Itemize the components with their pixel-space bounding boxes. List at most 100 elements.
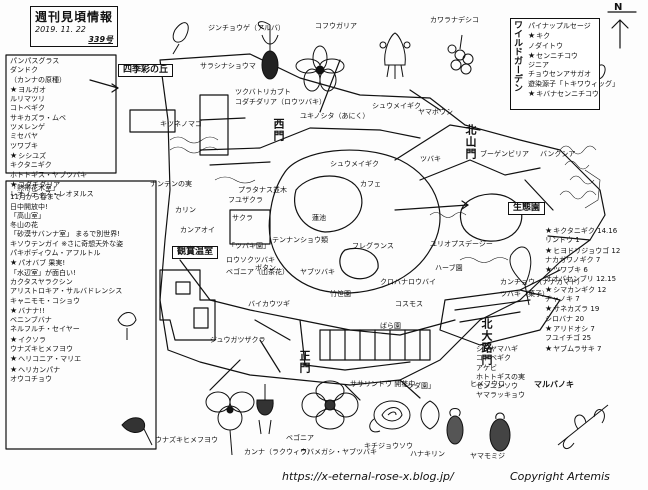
seasonal-label: テンナンショウ類 bbox=[272, 236, 328, 244]
list-item: コトベギク bbox=[10, 104, 45, 113]
note-gg: 「シダ園」 bbox=[400, 382, 435, 390]
list-item: パオバブ 果実! bbox=[10, 258, 123, 268]
note-d: コダチダリア（ロウツバキ） bbox=[235, 98, 326, 106]
list-item: シロバナ 20 bbox=[545, 314, 585, 323]
list-item: ヒヨドリジョウゴ 12 bbox=[545, 246, 620, 256]
note-v: ロウソクツバキ bbox=[226, 256, 275, 264]
note-i: キチジョウソウ bbox=[364, 442, 413, 450]
issue-title: 週刊見頃情報 bbox=[35, 10, 114, 24]
wild-garden-list: パイナップルセージキクノダイトウセンニチコウジニアチョウセンアサガオ遊染源子「ト… bbox=[528, 22, 619, 99]
list-item: 「水辺室」が面白い! bbox=[10, 268, 76, 277]
note-dd: バンクシア bbox=[540, 150, 576, 158]
cosmos-label: コスモス bbox=[395, 300, 423, 308]
note-h: カンナ（ラクウィラ） bbox=[244, 448, 314, 456]
list-item: パイナップルセージ bbox=[528, 22, 591, 30]
issue-date: 2019. 11. 22 bbox=[35, 25, 86, 34]
list-item: パンパスグラス bbox=[10, 57, 60, 65]
list-item: ツワブキ 6 bbox=[545, 265, 620, 275]
note-j: ウバメガシ・ヤブツバキ bbox=[300, 448, 377, 456]
list-item: サネカズラ 19 bbox=[545, 304, 620, 314]
copyright: Copyright Artemis bbox=[510, 470, 610, 483]
issue-header: 週刊見頃情報 2019. 11. 22 339号 bbox=[30, 6, 119, 47]
list-item: アリストロキア・サルバドレンシス bbox=[10, 287, 123, 296]
list-item: 冬山の花 bbox=[10, 221, 38, 230]
note-k: ハナキリン bbox=[410, 450, 445, 458]
note-q: ナンテンの実 bbox=[150, 180, 192, 188]
list-item: ルリマツリ bbox=[10, 95, 45, 104]
wild-garden-label: ワイルドガーデン bbox=[512, 20, 522, 92]
list-item: アリドオシ 7 bbox=[545, 324, 620, 334]
note-l: ヤマモミジ bbox=[470, 452, 505, 460]
note-x: ヤブツバキ bbox=[300, 268, 335, 276]
list-item: （カンナの原種） bbox=[10, 75, 66, 84]
issue-number: 339号 bbox=[88, 35, 114, 44]
note-e: ユキノシタ（あにく） bbox=[300, 112, 370, 120]
note-g: ベゴニア bbox=[286, 434, 314, 442]
main-gate-label: 正門 bbox=[298, 350, 311, 374]
note-ff: ササリンドウ 開花中 bbox=[350, 380, 416, 388]
list-item: ヘリカンパナ bbox=[10, 365, 123, 375]
west-gate-label: 西門 bbox=[272, 118, 285, 142]
list-item: サキカズラ・ムベ bbox=[10, 113, 66, 122]
rose-label: ばら園 bbox=[380, 322, 401, 330]
list-item: キク bbox=[528, 31, 619, 41]
list-item: 「熱帯花木室」 bbox=[10, 184, 59, 192]
note-w: ベゴニア（山茶花） bbox=[226, 268, 289, 276]
list-item: キクタニギク bbox=[10, 161, 52, 170]
blog-url[interactable]: https://x-eternal-rose-x.blog.jp/ bbox=[282, 470, 454, 483]
list-item: シマカンギク 12 bbox=[545, 285, 620, 295]
note-s: カンアオイ bbox=[180, 226, 215, 234]
north-arrow-icon: N bbox=[614, 2, 623, 13]
list-item: チョウセンアサガオ bbox=[528, 70, 591, 79]
list-item: ヤマラッキョウ bbox=[476, 391, 525, 400]
list-item: シシユズ bbox=[10, 151, 94, 161]
list-item: シンヤマハギ bbox=[476, 345, 518, 353]
note-ii: ユリオプスデージー bbox=[430, 240, 493, 248]
tsubaki-label: ツバキ bbox=[420, 155, 441, 163]
list-item: オウコチョウ bbox=[10, 374, 52, 383]
list-item: ミセバヤ bbox=[10, 132, 38, 141]
list-item: センニチコウ bbox=[528, 51, 619, 61]
bottom-right-title: マルバノキ bbox=[534, 380, 574, 389]
fragrance-label: フレグランス bbox=[352, 242, 394, 250]
list-item: キクタニギク 14.16 bbox=[545, 226, 620, 236]
note-z: ジュウガツザクラ bbox=[210, 336, 266, 344]
note-p: ヤマボウシ bbox=[418, 108, 453, 116]
list-item: 「高山室」 bbox=[10, 211, 45, 220]
list-item: 11月から春まで bbox=[10, 193, 61, 202]
list-item: ヂャノキ 7 bbox=[545, 295, 580, 304]
list-item: ウナズキヒメフヨウ bbox=[10, 345, 73, 354]
note-kk: シュウメイギク bbox=[330, 160, 379, 168]
list-item: ダンドク bbox=[10, 66, 38, 75]
peony-label: ボタン bbox=[255, 264, 276, 272]
note-f: ウナズキヒメフヨウ bbox=[155, 436, 218, 444]
list-item: ホトトギス・ヤブツバキ bbox=[10, 170, 87, 179]
list-item: オオバセンブリ 12.15 bbox=[545, 275, 617, 284]
list-item: キバナセンニチコウ bbox=[528, 89, 619, 99]
bottom-right-list: シンヤマハギコトベギクアケビホトトギスの実センニンソウヤマラッキョウ bbox=[476, 345, 525, 401]
list-item: ツメレンゲ bbox=[10, 123, 45, 132]
lotus-label: 蓮池 bbox=[312, 214, 326, 222]
list-item: コトベギク bbox=[476, 354, 511, 363]
list-item: フユイチゴ 25 bbox=[545, 334, 592, 343]
note-cc: ツバキ（菓子） bbox=[500, 290, 549, 298]
greenhouse-plant-list: 「熱帯花木室」11月から春まで日中開放中!「高山室」冬山の花「砂漠サバンナ室」 … bbox=[10, 184, 123, 384]
list-item: 「砂漠サバンナ室」 まるで別世界! bbox=[10, 230, 121, 239]
list-item: ベニンブバナ bbox=[10, 316, 52, 325]
list-item: ホトトギスの実 bbox=[476, 372, 525, 381]
list-item: ヤブムラサキ 7 bbox=[545, 344, 620, 354]
note-n: シュウメイギク bbox=[372, 102, 421, 110]
list-item: ヨルガオ bbox=[10, 85, 94, 95]
list-item: レオノティス・レオヌルス bbox=[10, 190, 94, 199]
list-item: キャニモモ・コショウ bbox=[10, 296, 80, 305]
garden-hall-label: 生態園 bbox=[508, 202, 546, 215]
note-jj: キツネノマゴ bbox=[160, 120, 202, 128]
note-hh: ヒメフウロ bbox=[470, 380, 505, 388]
note-ee: ブーゲンビリア bbox=[480, 150, 529, 158]
note-o: カワラナデシコ bbox=[430, 16, 479, 24]
list-item: 遊染源子「トキワウィッグ」 bbox=[528, 79, 619, 88]
list-item: センニンソウ bbox=[476, 382, 518, 391]
left-top-plant-list: パンパスグラスダンドク（カンナの原種）ヨルガオルリマツリコトベギクサキカズラ・ム… bbox=[10, 57, 94, 199]
note-a: ジンチョウゲ（アルバ） bbox=[208, 24, 285, 32]
